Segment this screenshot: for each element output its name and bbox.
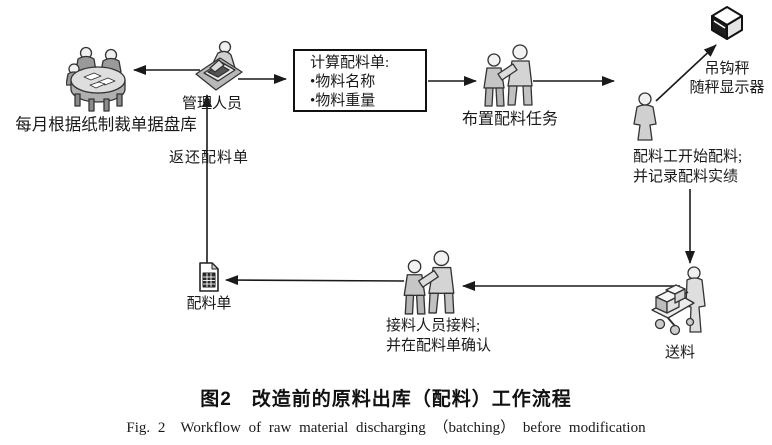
assign-task-label: 布置配料任务 (461, 111, 558, 128)
delivery-label: 送料 (664, 345, 695, 361)
edge-worker-to-scale (655, 44, 717, 102)
return-sheet-flow-label: 返还配料单 (169, 150, 250, 166)
assign-task-handshake-icon (483, 44, 533, 107)
calc-box-item-material-name: •物料名称 (310, 74, 376, 90)
meeting-table-icon (66, 46, 126, 112)
batching-worker-icon (633, 92, 657, 141)
batching-worker-label-line2: 并记录配料实绩 (633, 169, 739, 185)
receiver-label-line2: 并在配料单确认 (386, 338, 492, 354)
batching-sheet-icon (199, 262, 219, 292)
inventory-label: 每月根据纸制裁单据盘库 (15, 115, 197, 134)
figure-caption-en: Fig. 2 Workflow of raw material discharg… (126, 420, 646, 436)
hook-scale-label-line1: 吊钩秤 (704, 61, 750, 77)
figure-caption-zh: 图2 改造前的原料出库（配料）工作流程 (200, 389, 572, 410)
batching-worker-label-line1: 配料工开始配料; (633, 149, 743, 165)
calc-box-title: 计算配料单: (310, 55, 390, 71)
hook-scale-display-icon (711, 6, 743, 40)
manager-desk-icon (195, 40, 243, 91)
manager-label: 管理人员 (181, 96, 242, 112)
edge-receiver-to-sheet (225, 275, 405, 286)
hook-scale-label-line2: 随秤显示器 (689, 80, 765, 96)
receiver-handshake-icon (403, 250, 455, 315)
delivery-cart-icon (651, 266, 706, 336)
calc-box-item-material-weight: •物料重量 (310, 93, 376, 109)
calc-batching-sheet-box: 计算配料单: •物料名称 •物料重量 (293, 49, 427, 112)
receiver-label-line1: 接料人员接料; (386, 318, 481, 334)
batching-sheet-label: 配料单 (186, 296, 232, 312)
